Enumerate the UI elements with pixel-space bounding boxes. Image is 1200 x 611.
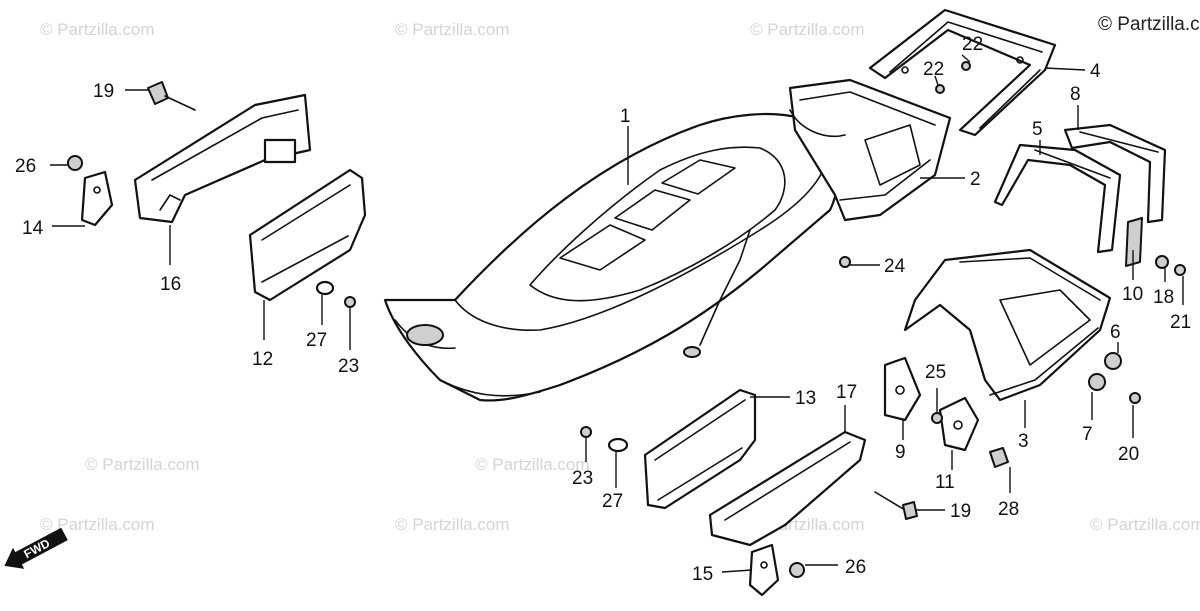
bolt-icon [989, 447, 1009, 468]
rear-cowl-part[interactable] [788, 78, 952, 222]
callout-18[interactable]: 18 [1153, 287, 1174, 308]
callout-15[interactable]: 15 [692, 564, 713, 585]
screw-icon [961, 61, 971, 71]
callout-24[interactable]: 24 [884, 256, 906, 277]
callout-9[interactable]: 9 [895, 442, 906, 463]
callout-19[interactable]: 19 [950, 501, 971, 522]
watermark-layer: © Partzilla.com © Partzilla.com © Partzi… [40, 20, 1200, 534]
callout-7[interactable]: 7 [1082, 424, 1093, 445]
bracket-part[interactable] [883, 356, 922, 422]
screw-icon [935, 84, 945, 94]
collar-icon [1088, 373, 1106, 391]
callout-22[interactable]: 22 [923, 59, 944, 80]
callout-8[interactable]: 8 [1070, 84, 1081, 105]
callout-26[interactable]: 26 [845, 557, 866, 578]
callout-21[interactable]: 21 [1170, 312, 1191, 333]
screw-icon [344, 296, 356, 308]
collar-icon [1104, 352, 1122, 370]
grommet-part[interactable] [1125, 217, 1143, 267]
tail-cowl-part[interactable] [903, 248, 1112, 402]
washer-icon [607, 437, 629, 453]
bolt-icon [902, 501, 918, 520]
watermark: © Partzilla.com [40, 515, 155, 534]
callout-27[interactable]: 27 [306, 330, 327, 351]
watermark: © Partzilla.com [40, 20, 155, 39]
bolt-icon [1129, 392, 1141, 404]
callout-5[interactable]: 5 [1032, 119, 1043, 140]
callout-2[interactable]: 2 [970, 169, 981, 190]
callout-20[interactable]: 20 [1118, 444, 1139, 465]
screw-icon [839, 256, 851, 268]
handle-part[interactable] [133, 93, 312, 224]
callout-16[interactable]: 16 [160, 274, 181, 295]
hardware-layer [67, 61, 1186, 578]
callout-23[interactable]: 23 [572, 468, 593, 489]
callout-23[interactable]: 23 [338, 356, 359, 377]
callout-6[interactable]: 6 [1110, 322, 1121, 343]
callout-13[interactable]: 13 [795, 388, 816, 409]
callout-19[interactable]: 19 [93, 81, 114, 102]
screw-icon [931, 412, 943, 424]
handle-part[interactable] [708, 430, 867, 547]
watermark: © Partzilla.com [475, 455, 590, 474]
fwd-arrow: FWD [4, 527, 68, 569]
callout-labels: 1 2 3 4 5 6 7 8 9 10 11 12 13 14 15 16 1… [15, 34, 1191, 585]
nut-icon [1155, 255, 1169, 269]
callout-1[interactable]: 1 [620, 106, 631, 127]
callout-4[interactable]: 4 [1090, 61, 1101, 82]
callout-27[interactable]: 27 [602, 491, 623, 512]
watermark: © Partzilla.com [85, 455, 200, 474]
side-cover-part[interactable] [248, 168, 367, 302]
grab-rail-part[interactable] [1063, 123, 1167, 224]
copyright-text: © Partzilla.com [1098, 14, 1200, 35]
callout-17[interactable]: 17 [836, 382, 857, 403]
washer-icon [315, 280, 335, 296]
bolt-icon [1174, 264, 1186, 276]
grab-rail-part[interactable] [993, 143, 1122, 254]
callout-26[interactable]: 26 [15, 156, 36, 177]
callout-25[interactable]: 25 [925, 362, 946, 383]
side-cover-part[interactable] [643, 388, 757, 510]
callout-22[interactable]: 22 [962, 34, 983, 55]
leader-lines [50, 54, 1184, 573]
bolt-icon [147, 81, 169, 105]
watermark: © Partzilla.com [395, 20, 510, 39]
screw-icon [580, 426, 592, 438]
callout-14[interactable]: 14 [22, 218, 44, 239]
bracket-part[interactable] [938, 396, 980, 452]
callout-3[interactable]: 3 [1018, 431, 1029, 452]
watermark: © Partzilla.com [395, 515, 510, 534]
callout-10[interactable]: 10 [1122, 284, 1143, 305]
nut-icon [789, 562, 805, 578]
callout-11[interactable]: 11 [935, 472, 955, 493]
watermark: © Partzilla.com [750, 20, 865, 39]
nut-icon [67, 155, 83, 171]
watermark: © Partzilla.com [1090, 515, 1200, 534]
plate-part[interactable] [748, 543, 780, 597]
callout-28[interactable]: 28 [998, 499, 1019, 520]
arrow-left-icon [4, 527, 68, 569]
luggage-rack-part[interactable] [868, 8, 1057, 137]
seat-part[interactable] [383, 112, 841, 402]
callout-12[interactable]: 12 [252, 349, 273, 370]
plate-part[interactable] [80, 170, 114, 227]
